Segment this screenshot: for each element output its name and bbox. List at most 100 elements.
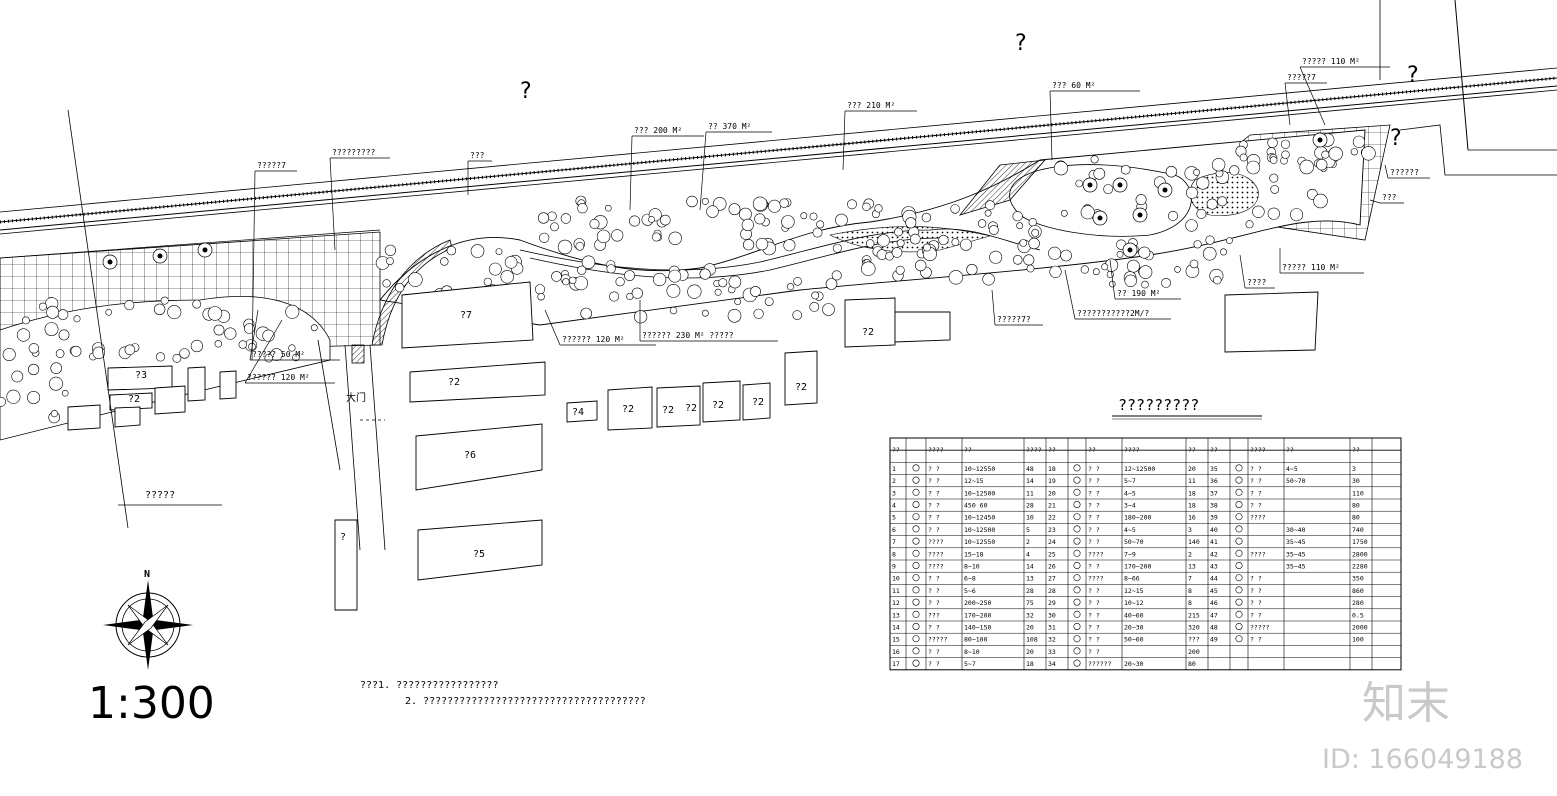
table-header-cell: ?? <box>1210 446 1218 454</box>
table-cell: 20~30 <box>1124 660 1144 668</box>
plant-symbol-icon <box>1235 513 1243 521</box>
plant-symbol-icon <box>1235 549 1243 557</box>
table-cell: 80 <box>1352 502 1360 510</box>
plant-symbol-icon <box>912 574 920 582</box>
table-cell: 20 <box>1026 624 1034 632</box>
note-line-1: ???1. ????????????????? <box>360 680 498 691</box>
plant-symbol-icon <box>1073 635 1081 643</box>
table-cell: 32 <box>1026 611 1034 619</box>
table-cell: 50~60 <box>1124 636 1144 644</box>
callout-label: ????? 110 M² <box>1282 263 1340 272</box>
plant-symbol-icon <box>1073 586 1081 594</box>
table-cell: 18 <box>1026 660 1034 668</box>
table-cell: 0.5 <box>1352 611 1364 619</box>
plant-symbol-icon <box>1073 476 1081 484</box>
table-cell: 10~12550 <box>964 465 995 473</box>
building-label: ?5 <box>473 549 485 560</box>
table-cell: 16 <box>1188 514 1196 522</box>
table-cell: 5 <box>1026 526 1030 534</box>
building-label: ?2 <box>128 394 140 405</box>
table-cell: 3 <box>892 489 896 497</box>
table-header-cell: ???? <box>1124 446 1140 454</box>
table-cell: ???? <box>928 538 944 546</box>
table-cell: ? ? <box>1250 611 1262 619</box>
table-cell: 860 <box>1352 587 1364 595</box>
table-cell: 28 <box>1048 587 1056 595</box>
north-label: N <box>144 569 150 580</box>
table-cell: 170~200 <box>964 611 991 619</box>
table-cell: 7 <box>1188 575 1192 583</box>
table-cell: ? ? <box>1088 477 1100 485</box>
bottom-left-label: ????? <box>145 490 175 501</box>
table-cell: 10 <box>892 575 900 583</box>
callout-label: ??? 60 M² <box>1052 81 1095 90</box>
table-cell: ???? <box>1250 514 1266 522</box>
table-cell: ? ? <box>928 465 940 473</box>
table-cell: ? ? <box>1088 648 1100 656</box>
table-cell: ? ? <box>1088 611 1100 619</box>
plant-symbol-icon <box>912 610 920 618</box>
callout-label: ???????????2M/? <box>1077 309 1149 318</box>
table-cell: ? ? <box>928 489 940 497</box>
plant-symbol-icon <box>1073 561 1081 569</box>
table-cell: 42 <box>1210 550 1218 558</box>
table-header-cell: ?? <box>964 446 972 454</box>
top-mark: ? <box>1015 31 1027 56</box>
callout-label: ????? 110 M² <box>1302 57 1360 66</box>
plant-symbol-icon <box>912 647 920 655</box>
table-cell: ? ? <box>1250 587 1262 595</box>
table-cell: 13 <box>892 611 900 619</box>
building-label: ?4 <box>572 407 584 418</box>
callout-label: ?????? 230 M² ????? <box>642 331 734 340</box>
table-cell: 32 <box>1048 636 1056 644</box>
plant-symbol-icon <box>1235 635 1243 643</box>
building-label: ?2 <box>862 327 874 338</box>
table-cell: 30 <box>1048 611 1056 619</box>
callout-label: ??? 210 M² <box>847 101 895 110</box>
table-cell: 16 <box>892 648 900 656</box>
plant-symbol-icon <box>1235 537 1243 545</box>
gate-road <box>317 339 386 551</box>
table-cell: 14 <box>892 624 900 632</box>
building-label: ? <box>340 532 346 543</box>
table-cell: 6~8 <box>964 575 976 583</box>
gate-label: 大门 <box>346 391 366 404</box>
callout-label: ?????? 120 M² <box>562 335 625 344</box>
building-label: ?6 <box>464 450 476 461</box>
table-cell: ???? <box>1088 575 1104 583</box>
plant-symbol-icon <box>1073 464 1081 472</box>
table-cell: 3~4 <box>1124 502 1136 510</box>
callout-label: ????????? <box>332 148 376 157</box>
plant-symbol-icon <box>1073 513 1081 521</box>
callout-label: ?????? 120 M² <box>247 373 310 382</box>
table-cell: ??? <box>1188 636 1200 644</box>
table-cell: 10~12500 <box>964 489 995 497</box>
table-cell: ? ? <box>1250 465 1262 473</box>
table-cell: 23 <box>1048 526 1056 534</box>
table-cell: ? ? <box>1088 514 1100 522</box>
table-cell: 21 <box>1048 502 1056 510</box>
table-cell: ? ? <box>1088 624 1100 632</box>
plant-symbol-icon <box>1073 537 1081 545</box>
building-label: ?2 <box>662 405 674 416</box>
table-cell: 140 <box>1188 538 1200 546</box>
table-cell: 50~70 <box>1124 538 1144 546</box>
table-cell: ? ? <box>1088 526 1100 534</box>
table-cell: 108 <box>1026 636 1038 644</box>
table-cell: 1 <box>892 465 896 473</box>
table-cell: 170~200 <box>1124 563 1151 571</box>
table-cell: 36 <box>1210 477 1218 485</box>
plant-symbol-icon <box>1073 610 1081 618</box>
table-cell: ? ? <box>928 599 940 607</box>
callout-label: ??? <box>1382 193 1397 202</box>
table-cell: 8~66 <box>1124 575 1140 583</box>
plant-symbol-icon <box>1235 610 1243 618</box>
table-cell: 35~45 <box>1286 550 1306 558</box>
table-cell: 15 <box>892 636 900 644</box>
table-cell: ? ? <box>1088 489 1100 497</box>
table-cell: 80 <box>1188 660 1196 668</box>
plant-symbol-icon <box>912 659 920 667</box>
table-cell: 39 <box>1210 514 1218 522</box>
table-cell: 31 <box>1048 624 1056 632</box>
